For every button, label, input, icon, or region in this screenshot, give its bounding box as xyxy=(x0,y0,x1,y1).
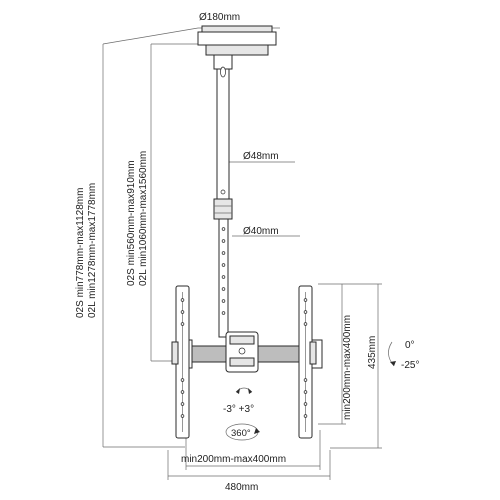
ceiling-plate xyxy=(197,25,277,56)
dimension-lines xyxy=(102,27,382,480)
swivel-indicator xyxy=(235,387,253,394)
pole-length-2s-label: 02S min560mm-max910mm xyxy=(126,160,137,286)
lower-tube xyxy=(218,218,229,338)
total-length-2l-label: 02L min1278mm-max1778mm xyxy=(87,183,98,318)
right-tv-arm xyxy=(298,285,317,439)
swivel-label: -3° +3° xyxy=(223,404,254,415)
tilt-top-label: 0° xyxy=(405,340,415,351)
tilt-indicator xyxy=(388,341,396,367)
tube-collar xyxy=(213,189,233,220)
left-tv-arm xyxy=(171,285,190,439)
pole-length-2l-label: 02L min1060mm-max1560mm xyxy=(138,151,149,286)
rotation-label: 360° xyxy=(231,428,251,439)
arm-width-label: 480mm xyxy=(225,482,258,493)
arm-height-label: 435mm xyxy=(367,336,378,369)
plate-diameter-label: Ø180mm xyxy=(199,12,240,23)
upper-tube xyxy=(213,54,233,200)
upper-tube-diameter-label: Ø48mm xyxy=(243,151,279,162)
tilt-bottom-label: -25° xyxy=(401,360,419,371)
vesa-horizontal-label: min200mm-max400mm xyxy=(181,454,286,465)
lower-tube-diameter-label: Ø40mm xyxy=(243,226,279,237)
total-length-2s-label: 02S min778mm-max1128mm xyxy=(75,188,86,318)
mount-head xyxy=(181,331,323,373)
vesa-vertical-label: min200mm-max400mm xyxy=(342,315,353,420)
rotation-indicator xyxy=(225,423,260,441)
